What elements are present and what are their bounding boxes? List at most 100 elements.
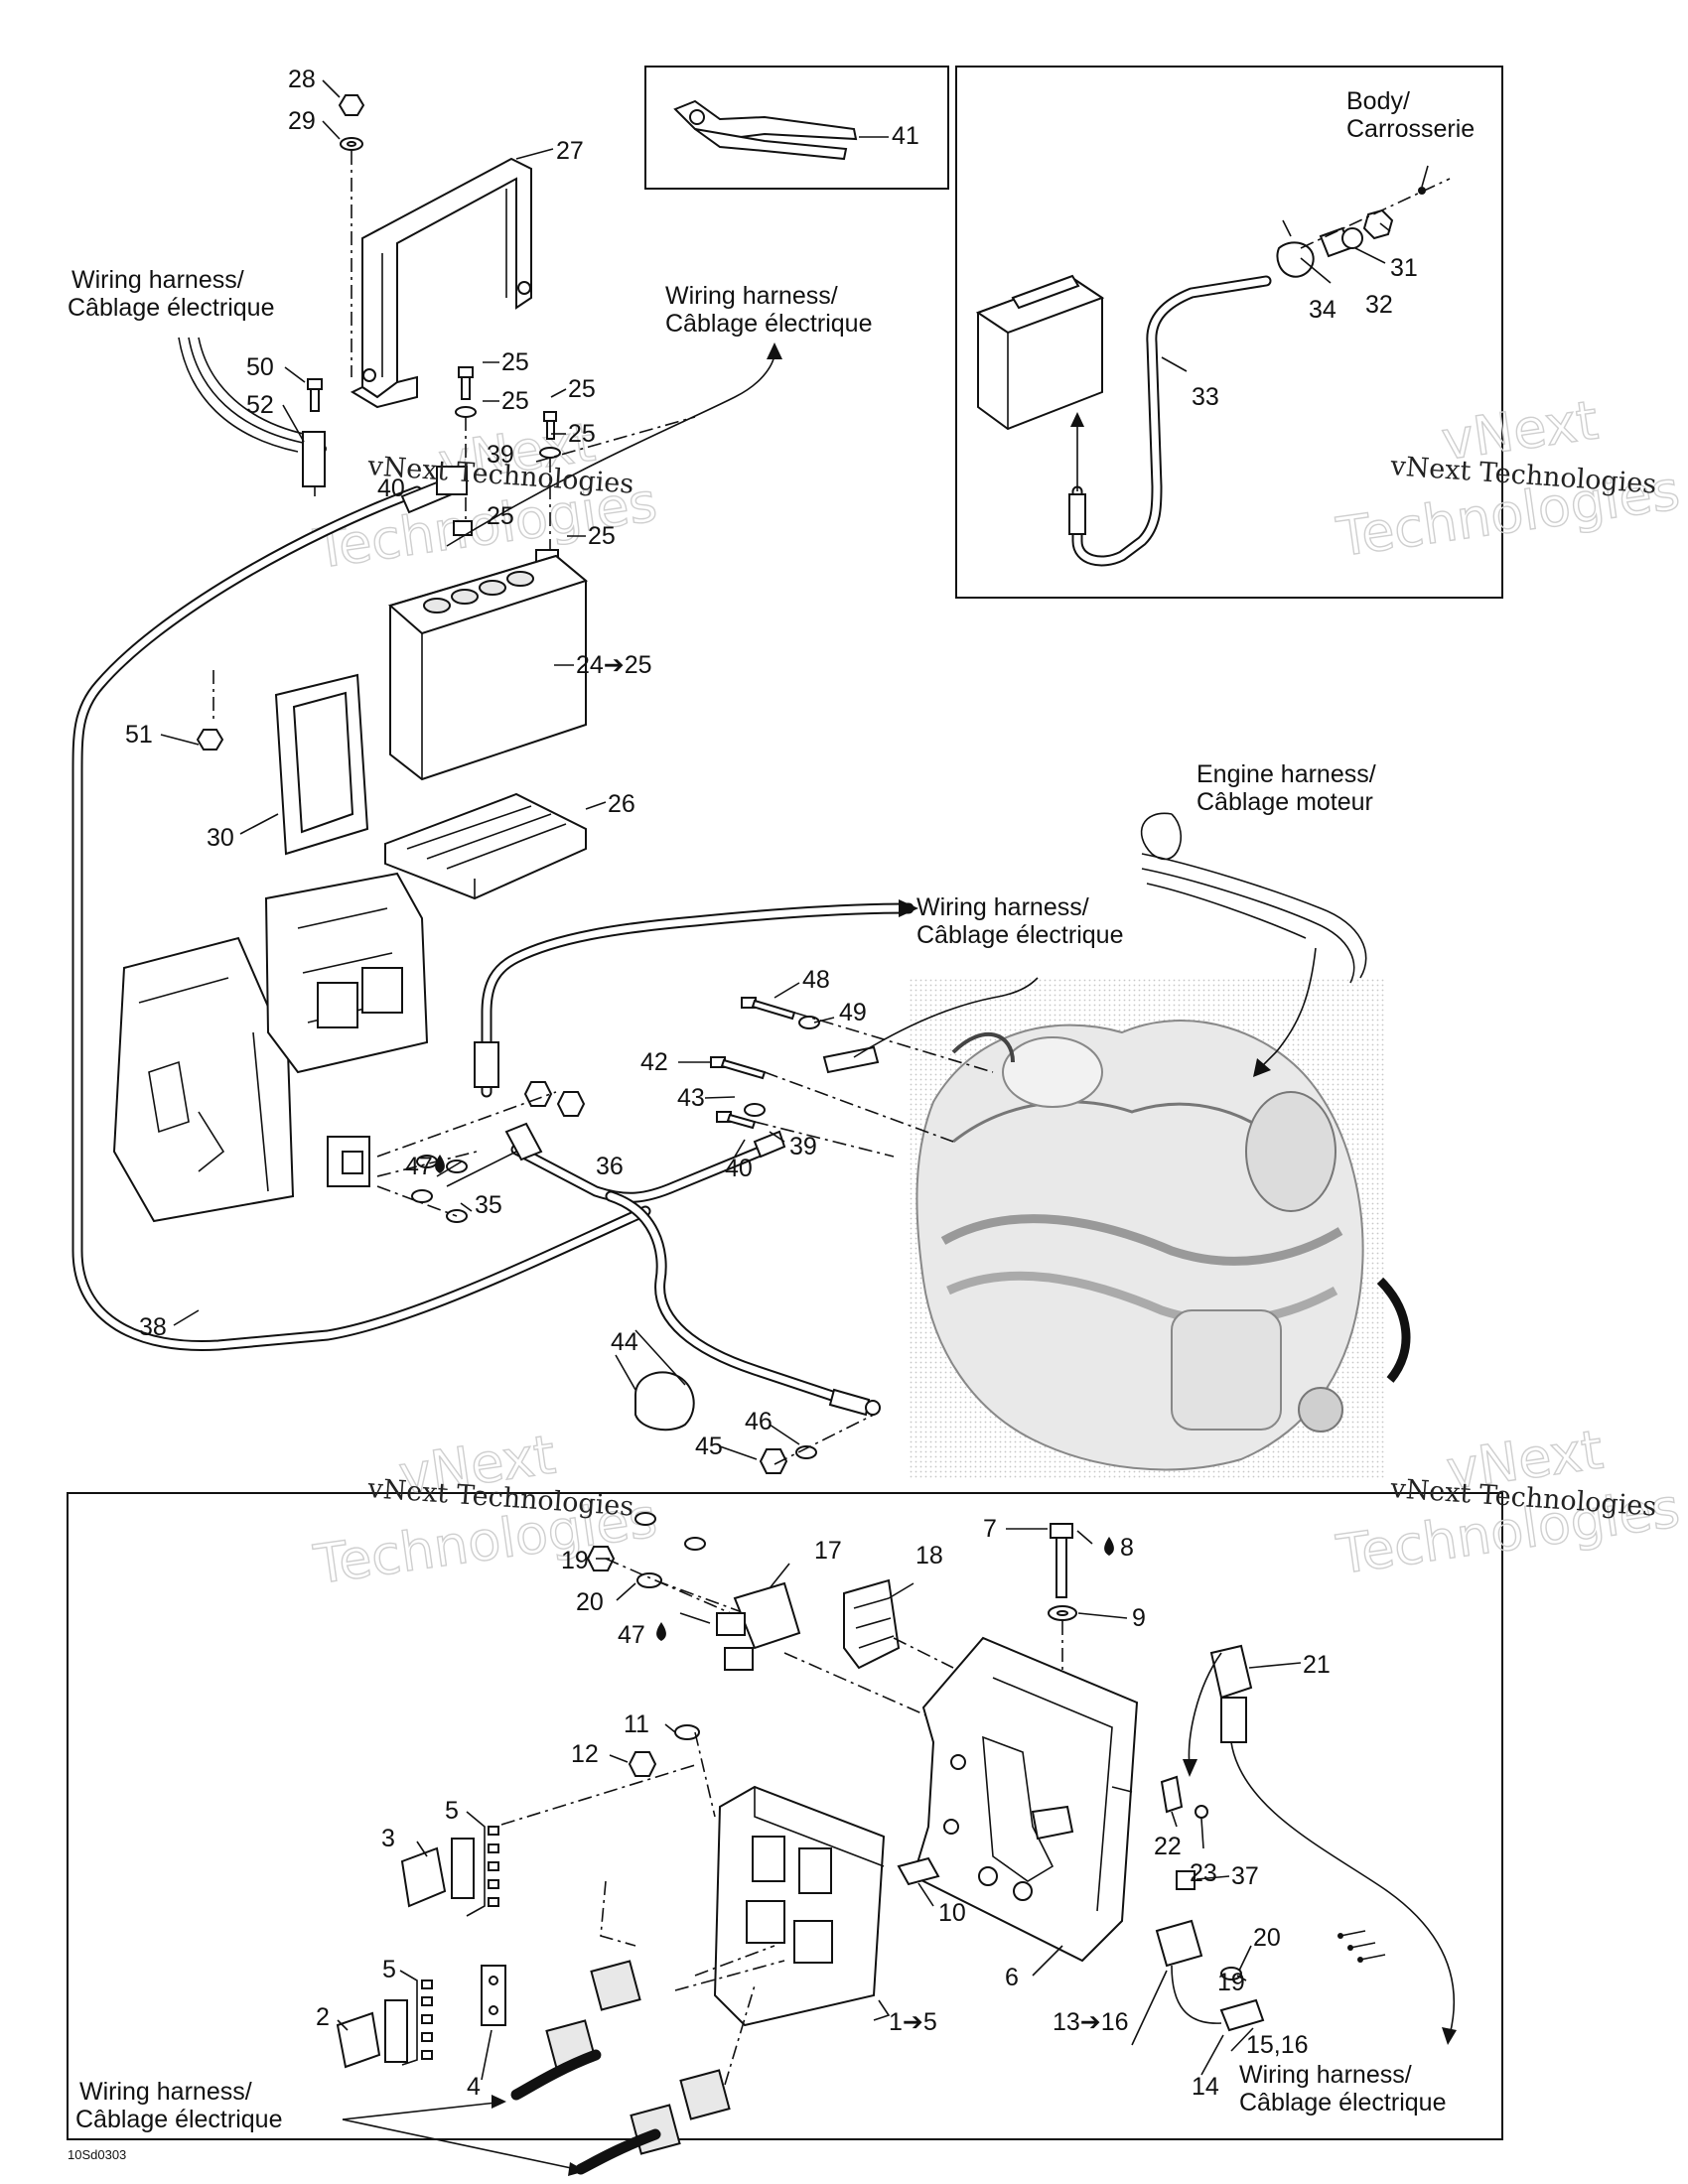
drop-icon	[435, 1155, 445, 1173]
label-22: 22	[1154, 1833, 1182, 1860]
connectors-lower	[545, 1960, 731, 2155]
clip-22-screw-23	[1160, 1775, 1208, 1819]
label-47b: 47	[618, 1621, 645, 1649]
label-51: 51	[125, 721, 153, 749]
bolt-50	[307, 378, 323, 412]
label-46: 46	[745, 1408, 773, 1435]
battery-bracket	[350, 157, 532, 409]
label-33: 33	[1192, 383, 1219, 411]
nut-31	[1362, 208, 1394, 240]
caption-wiring-fr: Câblage électrique	[665, 310, 872, 338]
label-19a: 19	[561, 1547, 589, 1574]
nut-28	[338, 94, 365, 116]
label-25a: 25	[501, 348, 529, 376]
caption-wiring-en: Wiring harness/	[665, 282, 838, 310]
label-45: 45	[695, 1433, 723, 1460]
label-40b: 40	[725, 1155, 753, 1182]
caption-wiring-en: Wiring harness/	[79, 2078, 252, 2106]
label-29: 29	[288, 107, 316, 135]
mounting-plate	[912, 1636, 1139, 1963]
caption-wiring-fr: Câblage électrique	[75, 2106, 282, 2133]
ecm-module	[713, 1785, 886, 2027]
harness-bundles-lower	[510, 2049, 661, 2175]
wiring-harness-middle	[474, 899, 918, 1098]
label-5b: 5	[382, 1956, 396, 1983]
label-36: 36	[596, 1153, 624, 1180]
label-10: 10	[938, 1899, 966, 1927]
label-35: 35	[475, 1191, 502, 1219]
caption-wiring-fr: Câblage électrique	[916, 921, 1123, 949]
label-24: 24➔25	[576, 651, 652, 679]
nut-45-washer-46	[759, 1445, 817, 1474]
label-25e: 25	[487, 502, 514, 530]
part-labels: 28 29 27 50 52 25 25 25 25 39 40 25 25 2…	[125, 66, 1418, 2101]
positive-cable	[504, 1122, 881, 1417]
label-47a: 47	[405, 1153, 433, 1180]
relay-3	[400, 1838, 475, 1908]
wiring-harness-bottom-arrows	[342, 2095, 586, 2176]
caption-wiring-fr: Câblage électrique	[1239, 2089, 1446, 2116]
relay-13	[1155, 1919, 1265, 2032]
sleeve-32	[1319, 226, 1363, 258]
label-12: 12	[571, 1740, 599, 1768]
caption-wiring-en: Wiring harness/	[1239, 2061, 1412, 2089]
label-21: 21	[1303, 1651, 1331, 1679]
ecm-assembly-frame	[67, 1492, 1503, 2140]
label-41: 41	[892, 122, 919, 150]
hardware-19-20	[586, 1512, 706, 1588]
terminals-5-upper	[488, 1826, 499, 1907]
label-7: 7	[983, 1515, 997, 1543]
axis-ecm	[500, 1731, 716, 1947]
label-38: 38	[139, 1313, 167, 1341]
label-13: 13➔16	[1053, 2008, 1129, 2036]
terminal-40-top	[400, 466, 468, 514]
label-11: 11	[624, 1710, 649, 1738]
caption-wiring-en: Wiring harness/	[916, 893, 1089, 921]
label-49: 49	[839, 999, 867, 1026]
axis-bolts-25	[465, 417, 551, 551]
battery-small	[975, 274, 1105, 431]
axis-connectors	[674, 1945, 785, 2086]
connector-plug-right	[1337, 1930, 1386, 1963]
wiring-harness-top-arrow	[446, 342, 782, 547]
label-9: 9	[1132, 1604, 1146, 1632]
label-31: 31	[1390, 254, 1418, 282]
relay-17	[716, 1581, 801, 1671]
label-39b: 39	[789, 1133, 817, 1160]
connector-21	[1183, 1644, 1457, 2045]
bolt-7	[1050, 1523, 1073, 1598]
battery	[387, 554, 589, 781]
label-40a: 40	[377, 475, 405, 502]
diagram-code: 10Sd0303	[68, 2147, 126, 2162]
label-44: 44	[611, 1328, 638, 1356]
label-1: 1➔5	[889, 2008, 937, 2036]
battery-pad	[274, 673, 369, 856]
label-25c: 25	[568, 375, 596, 403]
label-25d: 25	[568, 420, 596, 448]
label-4: 4	[467, 2073, 481, 2101]
wire-49	[853, 977, 1039, 1058]
engine-illustration	[909, 978, 1411, 1479]
crimp-tool	[673, 99, 889, 161]
caption-engine-en: Engine harness/	[1196, 760, 1376, 788]
label-17: 17	[814, 1537, 842, 1565]
label-30: 30	[207, 824, 234, 852]
label-37: 37	[1231, 1862, 1259, 1890]
caption-engine-fr: Câblage moteur	[1196, 788, 1373, 816]
label-15: 15,16	[1246, 2031, 1309, 2059]
battery-tray	[384, 792, 587, 900]
label-34: 34	[1309, 296, 1336, 324]
label-27: 27	[556, 137, 584, 165]
axis-nut-45	[774, 1414, 875, 1465]
drop-icon	[656, 1622, 666, 1641]
captions: Body/ Carrosserie Wiring harness/ Câblag…	[68, 87, 1475, 2133]
washer-11-nut-12	[628, 1724, 700, 1777]
ground-cable-38	[71, 485, 651, 1352]
label-14: 14	[1192, 2073, 1219, 2101]
bolts-42-43-48-49	[710, 997, 880, 1130]
label-19b: 19	[1217, 1969, 1245, 1996]
label-42: 42	[640, 1048, 668, 1076]
drop-icon	[1104, 1537, 1114, 1556]
body-point	[1418, 187, 1426, 195]
